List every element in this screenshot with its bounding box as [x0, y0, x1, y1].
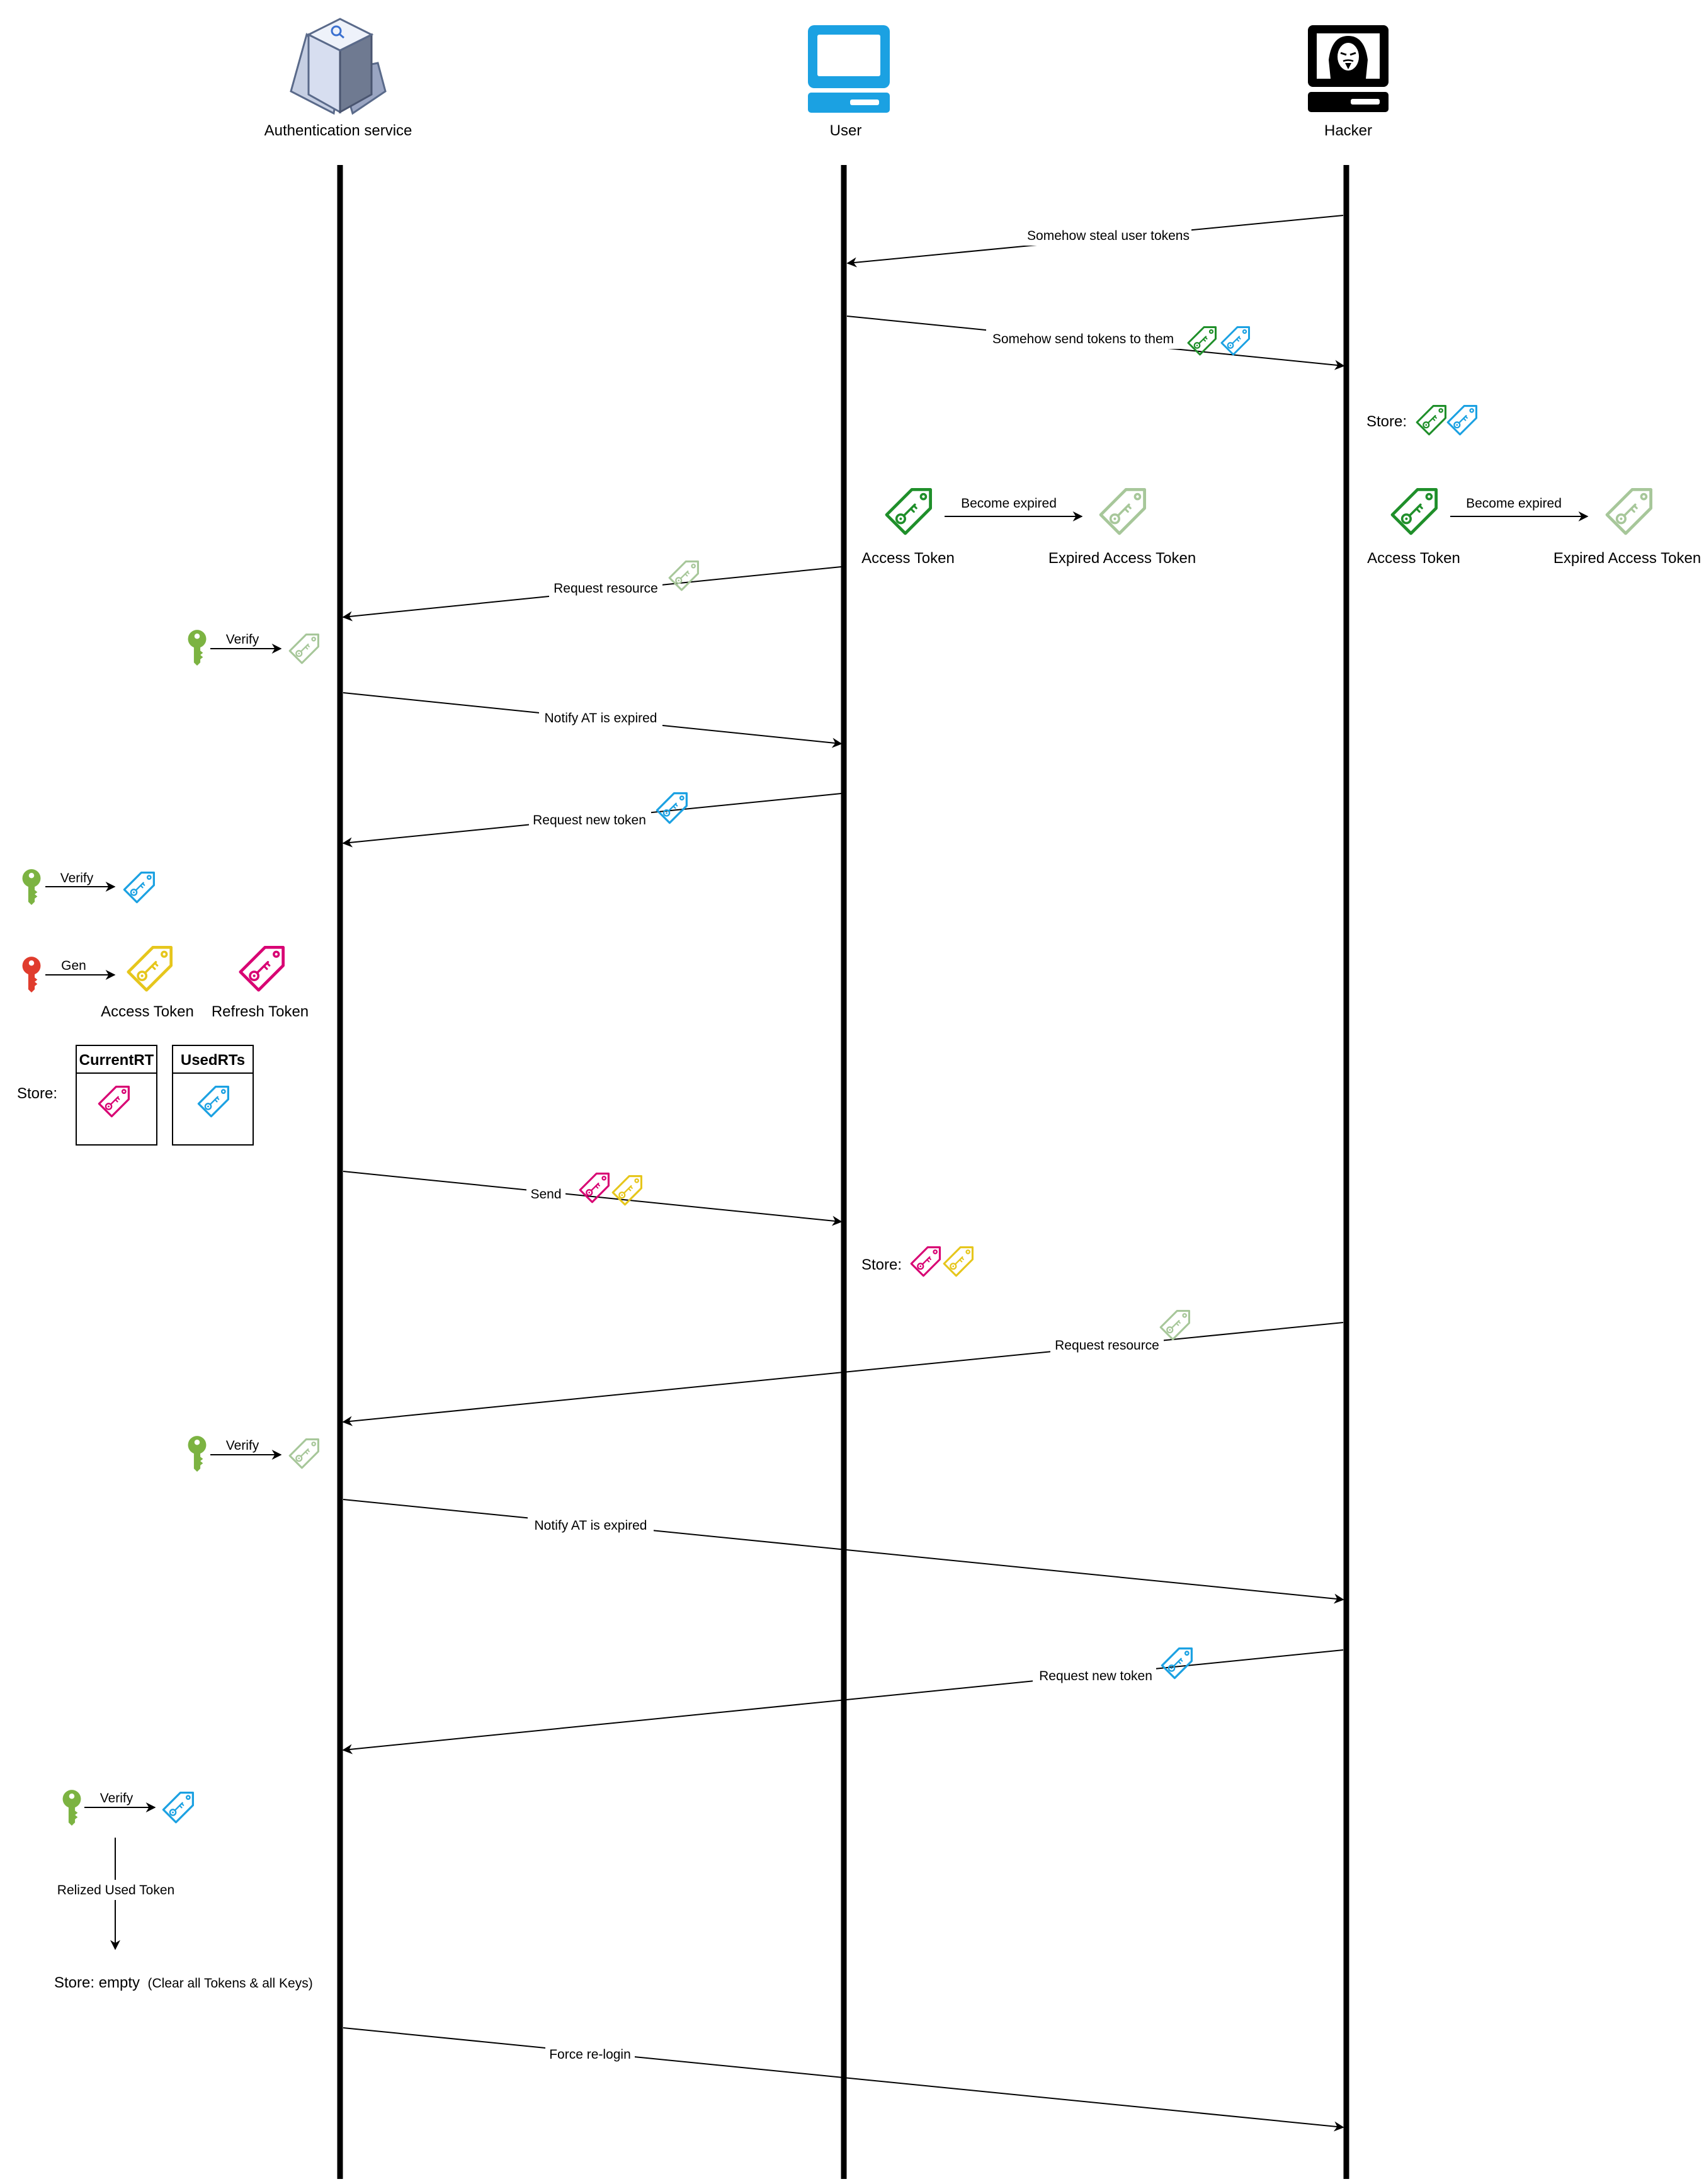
new-access-token-label: Access Token — [101, 1003, 194, 1020]
refresh-token-icon — [1161, 1647, 1193, 1680]
key-icon — [22, 957, 41, 993]
computer-icon — [808, 25, 890, 113]
used-rts-box: UsedRTs — [172, 1045, 254, 1146]
key-icon — [22, 869, 41, 906]
user-access-token-label: Access Token — [861, 550, 955, 567]
new-access-token-icon — [943, 1246, 974, 1277]
server-cube-icon — [290, 18, 387, 115]
message-label-request-resource-2: Request resource — [1055, 1338, 1159, 1353]
message-arrow-force-relogin — [343, 2027, 1344, 2132]
access-token-icon — [1392, 489, 1436, 533]
refresh-token-icon — [123, 871, 156, 904]
expired-access-token-icon — [288, 633, 320, 664]
realized-used-token-label: Relized Used Token — [57, 1883, 174, 1897]
verify-label: Verify — [60, 871, 94, 885]
refresh-token-icon — [162, 1792, 195, 1824]
current-rt-box: CurrentRT — [76, 1045, 157, 1146]
key-icon — [62, 1790, 81, 1826]
access-token-icon — [1416, 404, 1446, 436]
hacker-store-label: Store: — [1366, 413, 1407, 430]
expired-access-token-icon — [668, 560, 699, 591]
become-expired-label: Become expired — [961, 496, 1057, 511]
current-rt-title: CurrentRT — [79, 1052, 154, 1069]
store-empty-label: Store: empty — [54, 1974, 140, 1991]
message-label-send-to-them: Somehow send tokens to them — [992, 332, 1174, 346]
actor-label-user: User — [830, 122, 862, 139]
hacker-terminal-icon — [1308, 25, 1389, 112]
message-label-request-new-token-2: Request new token — [1039, 1669, 1152, 1683]
user-expired-access-token-label: Expired Access Token — [1048, 550, 1196, 567]
message-arrow-notify-expired-2 — [343, 1499, 1344, 1604]
refresh-token-icon — [1446, 404, 1477, 436]
message-label-notify-expired-2: Notify AT is expired — [535, 1518, 647, 1533]
become-expired-label: Become expired — [1466, 496, 1562, 511]
verify-label: Verify — [100, 1791, 133, 1806]
message-arrow-request-resource-2 — [342, 1322, 1344, 1426]
message-label-force-relogin: Force re-login — [549, 2047, 631, 2062]
key-icon — [188, 630, 207, 666]
actor-label-hacker: Hacker — [1324, 122, 1372, 139]
used-rts-title: UsedRTs — [181, 1052, 245, 1069]
expired-access-token-icon — [288, 1438, 320, 1469]
auth-store-label: Store: — [17, 1085, 57, 1102]
hacker-expired-access-token-label: Expired Access Token — [1553, 550, 1701, 567]
store-empty-note: (Clear all Tokens & all Keys) — [148, 1976, 313, 1991]
verify-label: Verify — [226, 632, 259, 647]
new-refresh-token-label: Refresh Token — [212, 1003, 309, 1020]
hacker-access-token-label: Access Token — [1367, 550, 1460, 567]
verify-label: Verify — [226, 1438, 259, 1453]
message-label-send: Send — [530, 1187, 561, 1202]
expired-access-token-icon — [1101, 489, 1145, 533]
new-refresh-token-icon — [910, 1246, 941, 1277]
gen-label: Gen — [61, 958, 86, 973]
new-refresh-token-icon — [241, 947, 283, 990]
access-token-icon — [887, 489, 931, 533]
message-arrow-send — [343, 1171, 843, 1226]
key-icon — [188, 1436, 207, 1472]
expired-access-token-icon — [1159, 1310, 1190, 1341]
message-arrow-request-new-token-2 — [342, 1649, 1344, 1755]
actor-label-auth: Authentication service — [264, 122, 412, 139]
new-access-token-icon — [128, 947, 171, 990]
message-label-request-new-token-1: Request new token — [533, 813, 646, 828]
refresh-token-icon — [656, 792, 688, 824]
store-empty-text: Store: empty (Clear all Tokens & all Key… — [54, 1974, 313, 1991]
user-store-label: Store: — [861, 1256, 902, 1273]
message-label-notify-expired-1: Notify AT is expired — [545, 711, 657, 725]
expired-access-token-icon — [1607, 489, 1651, 533]
refresh-token-icon — [1220, 326, 1250, 356]
message-label-steal: Somehow steal user tokens — [1027, 229, 1190, 243]
message-label-request-resource-1: Request resource — [554, 581, 658, 596]
